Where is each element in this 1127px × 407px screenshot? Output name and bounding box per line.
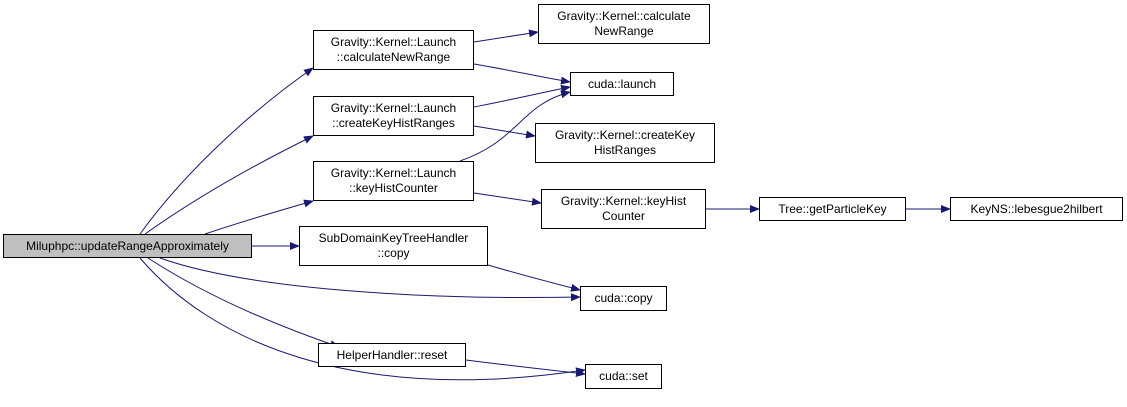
- node-launch-create-key-hist-ranges[interactable]: Gravity::Kernel::Launch ::createKeyHistR…: [313, 96, 474, 136]
- node-label: Gravity::Kernel::calculate: [557, 9, 691, 23]
- node-miluphpc-update-range: Miluphpc::updateRangeApproximately: [3, 234, 252, 258]
- node-launch-key-hist-counter[interactable]: Gravity::Kernel::Launch ::keyHistCounter: [313, 161, 474, 201]
- edge-launch-create-to-cuda-launch: [473, 84, 571, 108]
- edge-root-to-launch-calculate: [139, 67, 314, 235]
- edge-launch-keyhist-to-kernel-keyhist: [473, 192, 542, 206]
- node-label: cuda::set: [599, 369, 648, 383]
- node-label: NewRange: [594, 24, 654, 38]
- node-kernel-key-hist-counter[interactable]: Gravity::Kernel::keyHist Counter: [541, 189, 706, 229]
- node-label: ::keyHistCounter: [349, 181, 438, 195]
- node-helper-handler-reset[interactable]: HelperHandler::reset: [318, 343, 466, 367]
- node-label: HelperHandler::reset: [336, 347, 448, 362]
- node-label: cuda::copy: [594, 291, 653, 305]
- node-label: ::calculateNewRange: [336, 50, 451, 64]
- node-keyns-lebesgue2hilbert[interactable]: KeyNS::lebesgue2hilbert: [950, 197, 1123, 221]
- node-label: cuda::launch: [587, 76, 657, 91]
- node-kernel-calculate-new-range[interactable]: Gravity::Kernel::calculate NewRange: [538, 4, 710, 44]
- node-subdomain-key-tree-handler-copy[interactable]: SubDomainKeyTreeHandler ::copy: [299, 226, 488, 266]
- node-label: Tree::getParticleKey: [778, 201, 887, 216]
- edge-root-to-launch-create: [144, 135, 314, 235]
- node-label: Gravity::Kernel::keyHist: [560, 194, 687, 208]
- edge-helper-reset-to-cuda-set: [465, 359, 586, 377]
- edge-root-to-cuda-set: [139, 257, 586, 381]
- node-label: HistRanges: [593, 143, 657, 157]
- node-cuda-launch[interactable]: cuda::launch: [570, 72, 674, 96]
- edge-subdomain-copy-to-cuda-copy: [487, 264, 581, 292]
- node-label: Gravity::Kernel::Launch: [330, 101, 457, 115]
- node-label: SubDomainKeyTreeHandler: [318, 231, 469, 245]
- node-label: Miluphpc::updateRangeApproximately: [26, 238, 229, 253]
- node-cuda-copy[interactable]: cuda::copy: [580, 286, 667, 311]
- edge-launch-create-to-kernel-create: [473, 125, 536, 139]
- node-label: Counter: [602, 209, 645, 223]
- node-launch-calculate-new-range[interactable]: Gravity::Kernel::Launch ::calculateNewRa…: [313, 30, 474, 70]
- node-cuda-set[interactable]: cuda::set: [585, 364, 662, 389]
- edge-root-to-cuda-copy: [159, 257, 581, 302]
- node-kernel-create-key-hist-ranges[interactable]: Gravity::Kernel::createKey HistRanges: [535, 123, 715, 163]
- edge-launch-calculate-to-cuda-launch: [473, 63, 571, 85]
- edge-root-to-helper-reset: [147, 257, 340, 348]
- edge-root-to-launch-keyhist: [204, 199, 314, 235]
- node-label: Gravity::Kernel::Launch: [330, 35, 457, 49]
- node-label: ::copy: [377, 246, 410, 260]
- edge-launch-calculate-to-kernel-calculate: [473, 29, 539, 43]
- node-label: Gravity::Kernel::createKey: [554, 128, 696, 142]
- node-label: KeyNS::lebesgue2hilbert: [970, 201, 1103, 216]
- node-tree-get-particle-key[interactable]: Tree::getParticleKey: [759, 197, 906, 221]
- edge-launch-keyhist-to-cuda-launch: [459, 90, 571, 162]
- node-label: Gravity::Kernel::Launch: [330, 166, 457, 180]
- node-label: ::createKeyHistRanges: [332, 116, 455, 130]
